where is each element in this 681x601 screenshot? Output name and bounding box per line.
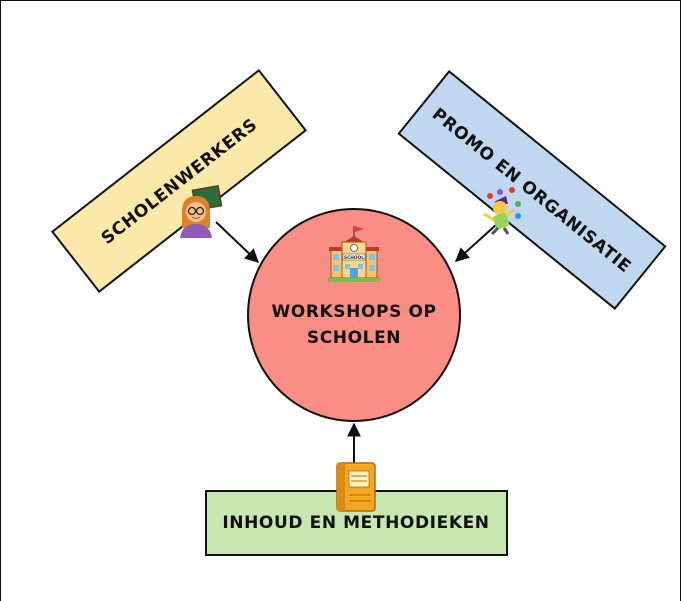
- center-label-line1: WORKSHOPS OP: [271, 302, 436, 322]
- notebook-icon: [336, 462, 376, 512]
- juggler-icon: [483, 187, 521, 236]
- promo-label: PROMO EN ORGANISATIE: [428, 104, 635, 277]
- center-node: SCHOOL WORKSHOPS OP SCHOLEN: [247, 208, 461, 422]
- inhoud-label: INHOUD EN METHODIEKEN: [222, 513, 489, 533]
- arrow-scholenwerkers-to-center: [215, 221, 260, 263]
- center-circle: [247, 208, 461, 422]
- teacher-icon: [180, 185, 223, 238]
- center-label-line2: SCHOLEN: [307, 328, 401, 348]
- school-building-icon: SCHOOL: [328, 226, 380, 282]
- inhoud-box: [205, 490, 508, 556]
- inhoud-node: INHOUD EN METHODIEKEN: [205, 490, 508, 556]
- school-sign-text: SCHOOL: [344, 255, 364, 261]
- arrow-promo-to-center: [454, 223, 498, 262]
